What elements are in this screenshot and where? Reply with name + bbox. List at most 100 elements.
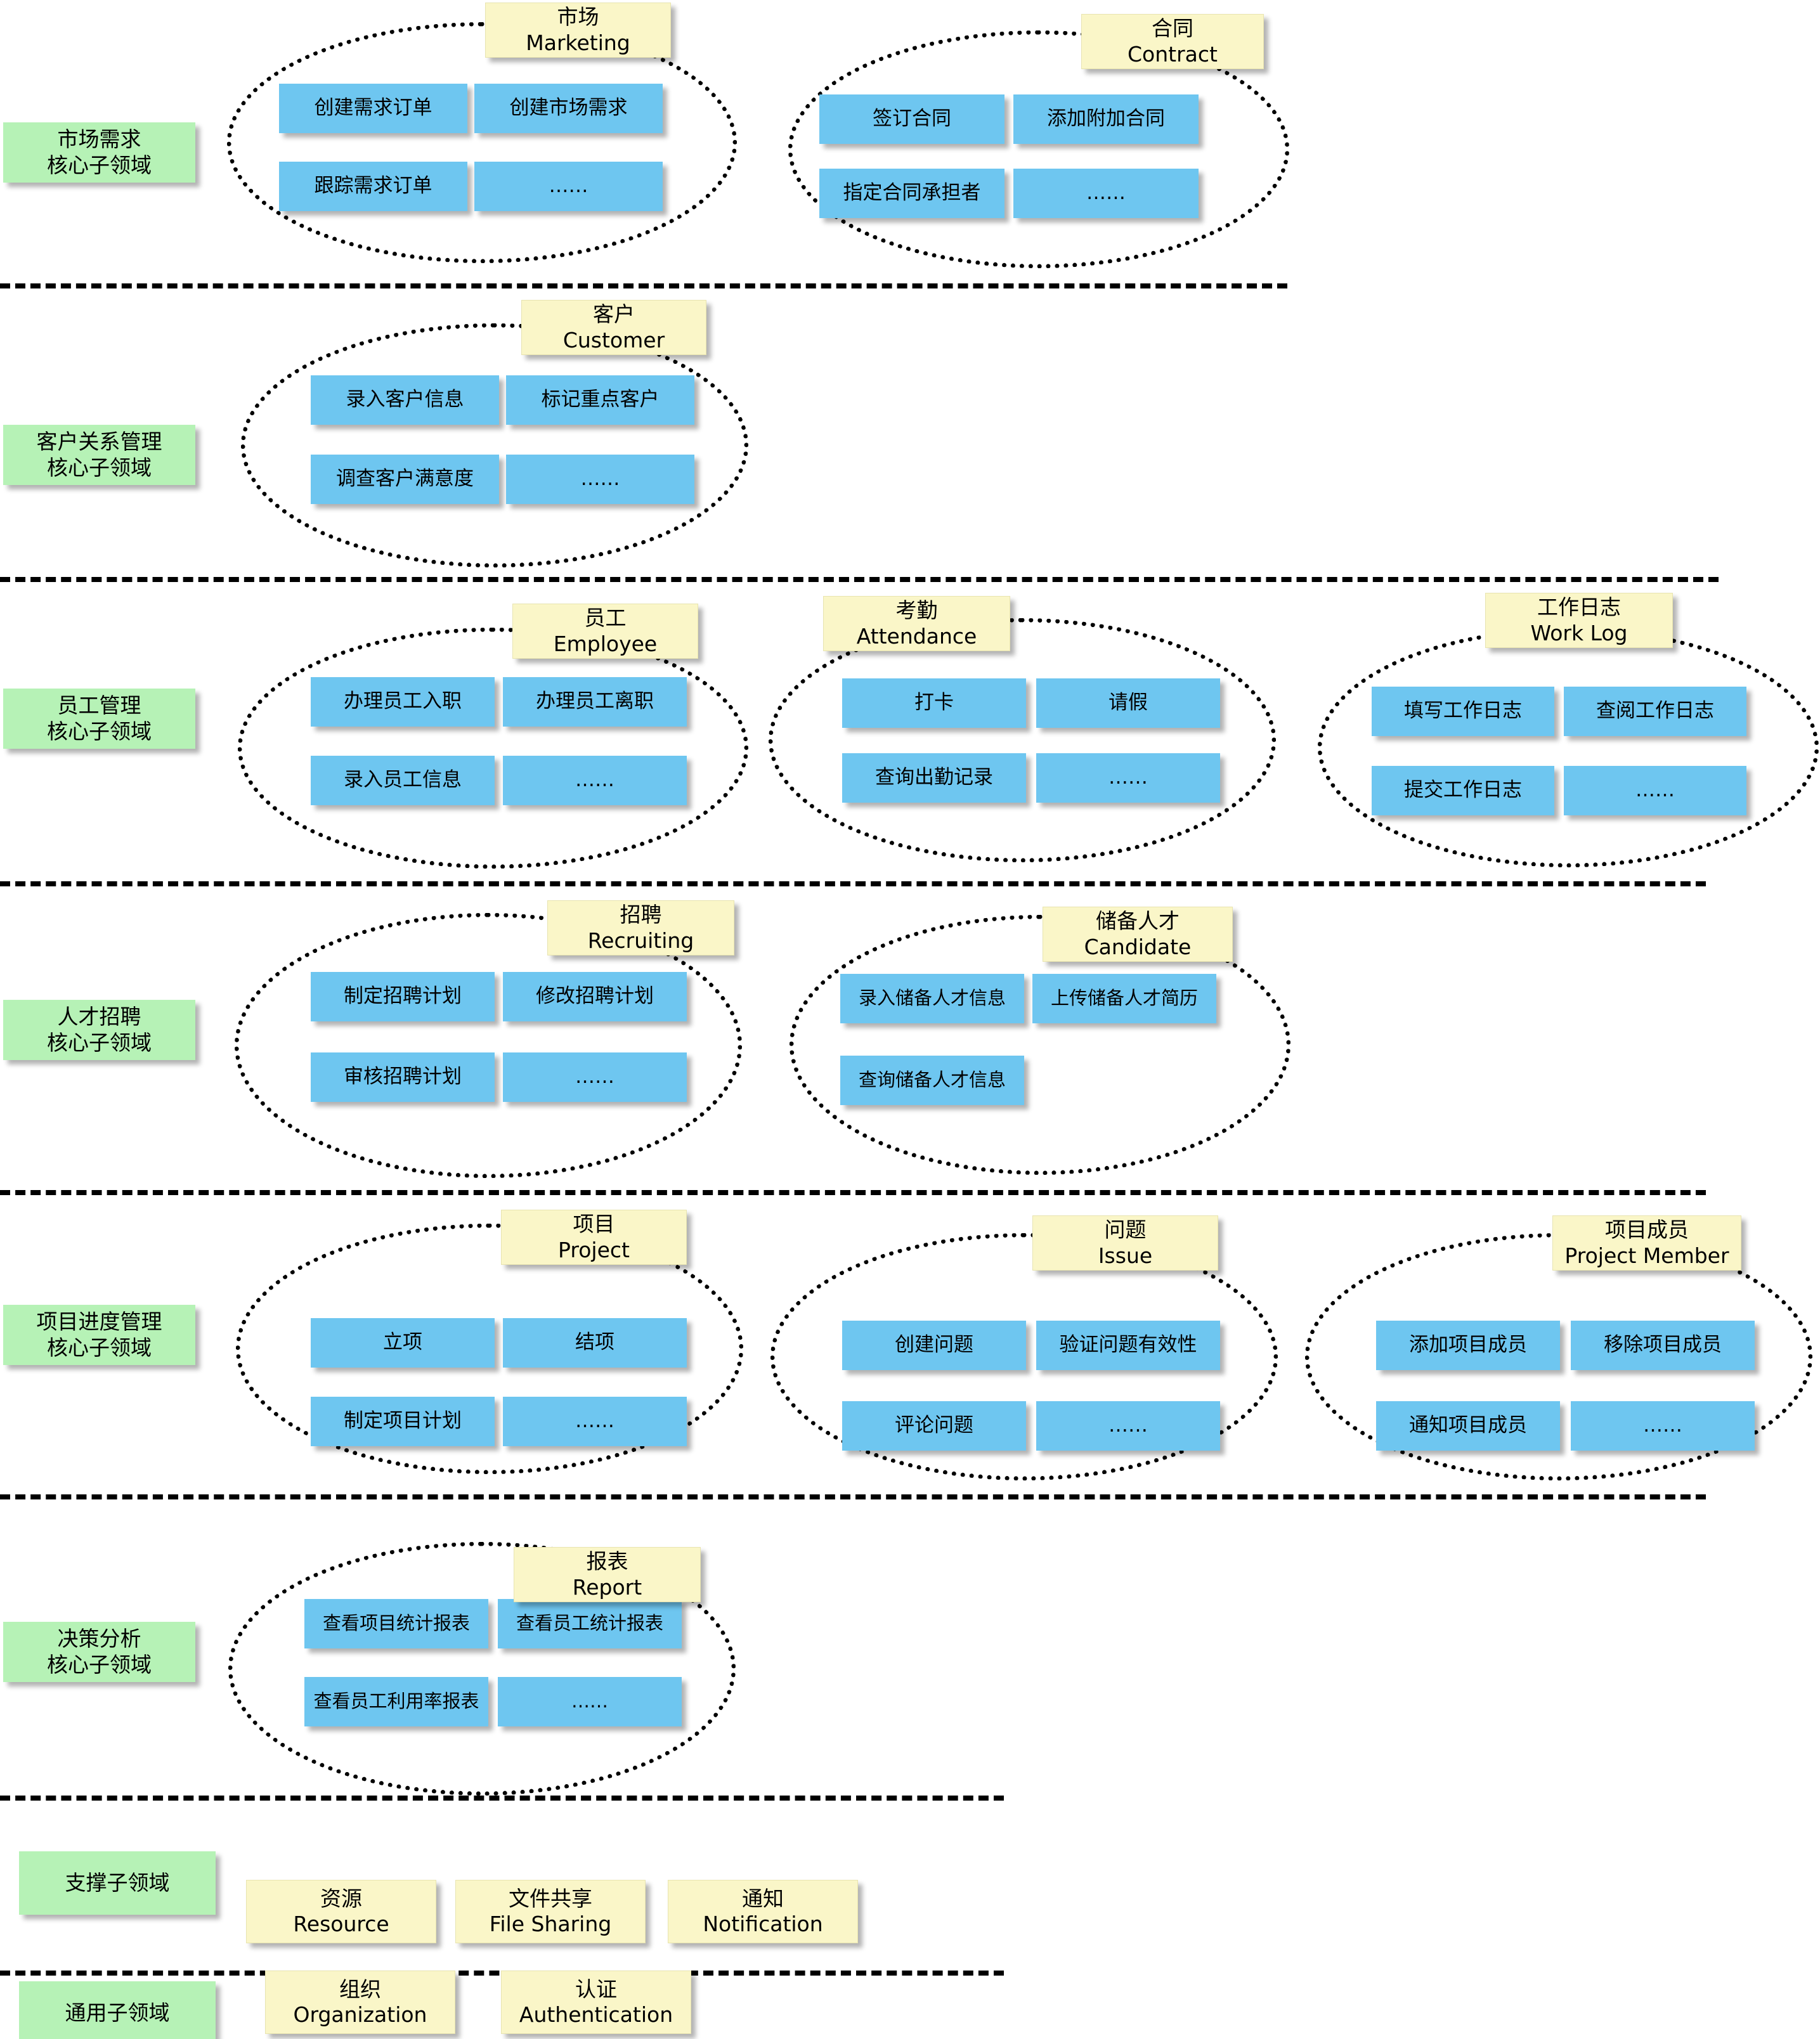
context-boundary-marketing (227, 22, 737, 263)
subdomain-name-cn: 决策分析 (57, 1626, 141, 1652)
context-title-en: Marketing (526, 30, 630, 55)
bounded-context-project-member: 项目成员 Project Member (1552, 1215, 1741, 1271)
subdomain-label-generic: 通用子领域 (19, 1981, 216, 2039)
use-case-box[interactable]: …… (1564, 766, 1746, 815)
use-case-label: 评论问题 (895, 1414, 973, 1437)
use-case-box[interactable]: 添加项目成员 (1376, 1321, 1560, 1370)
use-case-label: …… (571, 1690, 608, 1712)
use-case-box[interactable]: 创建问题 (842, 1321, 1026, 1370)
row-separator (0, 283, 1287, 288)
use-case-box[interactable]: 指定合同承担者 (819, 169, 1004, 218)
use-case-box[interactable]: 结项 (503, 1318, 687, 1368)
use-case-box[interactable]: 提交工作日志 (1372, 766, 1554, 815)
use-case-label: 上传储备人才简历 (1050, 987, 1198, 1009)
bounded-context-contract: 合同 Contract (1081, 14, 1264, 69)
use-case-label: 填写工作日志 (1404, 699, 1522, 723)
use-case-box[interactable]: 修改招聘计划 (503, 972, 687, 1021)
context-title-cn: 问题 (1104, 1217, 1147, 1243)
use-case-box[interactable]: 调查客户满意度 (311, 455, 499, 504)
context-title-cn: 认证 (575, 1976, 617, 2002)
use-case-box[interactable]: 移除项目成员 (1571, 1321, 1755, 1370)
row-separator (0, 881, 1706, 886)
subdomain-label-employee-management: 员工管理 核心子领域 (3, 689, 195, 749)
use-case-label: 查看员工利用率报表 (313, 1690, 479, 1712)
use-case-box[interactable]: 办理员工入职 (311, 677, 495, 727)
context-title-cn: 储备人才 (1096, 909, 1180, 934)
use-case-box[interactable]: 立项 (311, 1318, 495, 1368)
use-case-box[interactable]: 录入员工信息 (311, 756, 495, 805)
use-case-label: 查看员工统计报表 (516, 1612, 663, 1634)
use-case-box[interactable]: 查阅工作日志 (1564, 687, 1746, 736)
use-case-box[interactable]: …… (503, 1397, 687, 1446)
bounded-context-recruiting: 招聘 Recruiting (547, 900, 734, 955)
use-case-label: 调查客户满意度 (336, 467, 474, 491)
use-case-label: 结项 (575, 1331, 614, 1354)
use-case-box[interactable]: 通知项目成员 (1376, 1401, 1560, 1451)
use-case-box[interactable]: 录入储备人才信息 (840, 974, 1024, 1023)
context-boundary-project (236, 1224, 743, 1474)
use-case-box[interactable]: 请假 (1036, 678, 1220, 728)
subdomain-name-cn: 市场需求 (57, 127, 141, 152)
use-case-label: …… (575, 1065, 614, 1089)
context-title-cn: 报表 (586, 1549, 628, 1574)
context-title-en: Attendance (856, 623, 977, 649)
use-case-label: 跟踪需求订单 (314, 174, 432, 198)
context-title-cn: 资源 (320, 1886, 362, 1911)
context-title-cn: 员工 (584, 605, 627, 631)
use-case-label: 办理员工入职 (344, 690, 462, 713)
use-case-box[interactable]: 审核招聘计划 (311, 1052, 495, 1102)
use-case-label: 审核招聘计划 (344, 1065, 462, 1089)
use-case-box[interactable]: 查看员工统计报表 (498, 1599, 682, 1648)
context-title-en: File Sharing (489, 1912, 612, 1936)
use-case-box[interactable]: 评论问题 (842, 1401, 1026, 1451)
use-case-box[interactable]: 查看项目统计报表 (304, 1599, 488, 1648)
use-case-box[interactable]: …… (474, 162, 663, 211)
use-case-box[interactable]: 打卡 (842, 678, 1026, 728)
use-case-box[interactable]: …… (503, 1052, 687, 1102)
use-case-box[interactable]: …… (1571, 1401, 1755, 1451)
use-case-box[interactable]: …… (1013, 169, 1199, 218)
use-case-box[interactable]: 填写工作日志 (1372, 687, 1554, 736)
use-case-box[interactable]: 查询出勤记录 (842, 753, 1026, 803)
subdomain-label-supporting: 支撑子领域 (19, 1851, 216, 1915)
context-boundary-employee (238, 628, 748, 869)
use-case-box[interactable]: …… (503, 756, 687, 805)
use-case-box[interactable]: 制定招聘计划 (311, 972, 495, 1021)
use-case-box[interactable]: 标记重点客户 (506, 375, 694, 425)
subdomain-name-cn: 客户关系管理 (36, 429, 162, 455)
use-case-box[interactable]: 签订合同 (819, 94, 1004, 144)
bounded-context-customer: 客户 Customer (521, 300, 706, 355)
use-case-box[interactable]: 跟踪需求订单 (279, 162, 467, 211)
row-separator (0, 1796, 1004, 1801)
use-case-label: …… (1643, 1414, 1682, 1437)
use-case-label: 请假 (1108, 691, 1148, 715)
use-case-box[interactable]: 录入客户信息 (311, 375, 499, 425)
use-case-box[interactable]: 上传储备人才简历 (1032, 974, 1216, 1023)
use-case-box[interactable]: …… (506, 455, 694, 504)
use-case-box[interactable]: …… (498, 1677, 682, 1726)
bounded-context-project: 项目 Project (501, 1210, 687, 1265)
use-case-box[interactable]: 创建市场需求 (474, 84, 663, 133)
use-case-box[interactable]: …… (1036, 1401, 1220, 1451)
use-case-box[interactable]: 创建需求订单 (279, 84, 467, 133)
bounded-context-report: 报表 Report (514, 1547, 701, 1602)
context-title-cn: 市场 (557, 4, 599, 30)
context-boundary-attendance (769, 618, 1276, 862)
use-case-label: 制定项目计划 (344, 1409, 462, 1433)
use-case-box[interactable]: 查看员工利用率报表 (304, 1677, 488, 1726)
use-case-box[interactable]: 查询储备人才信息 (840, 1056, 1024, 1105)
bounded-context-work-log: 工作日志 Work Log (1485, 593, 1673, 648)
context-boundary-recruiting (235, 913, 742, 1178)
subdomain-label-crm: 客户关系管理 核心子领域 (3, 425, 195, 485)
use-case-label: …… (549, 174, 588, 198)
use-case-box[interactable]: 验证问题有效性 (1036, 1321, 1220, 1370)
use-case-label: 查询出勤记录 (875, 766, 993, 789)
use-case-box[interactable]: 制定项目计划 (311, 1397, 495, 1446)
use-case-box[interactable]: …… (1036, 753, 1220, 803)
context-title-en: Authentication (519, 2002, 673, 2027)
context-title-cn: 考勤 (895, 598, 938, 623)
use-case-label: …… (580, 467, 620, 491)
use-case-box[interactable]: 添加附加合同 (1013, 94, 1199, 144)
use-case-box[interactable]: 办理员工离职 (503, 677, 687, 727)
